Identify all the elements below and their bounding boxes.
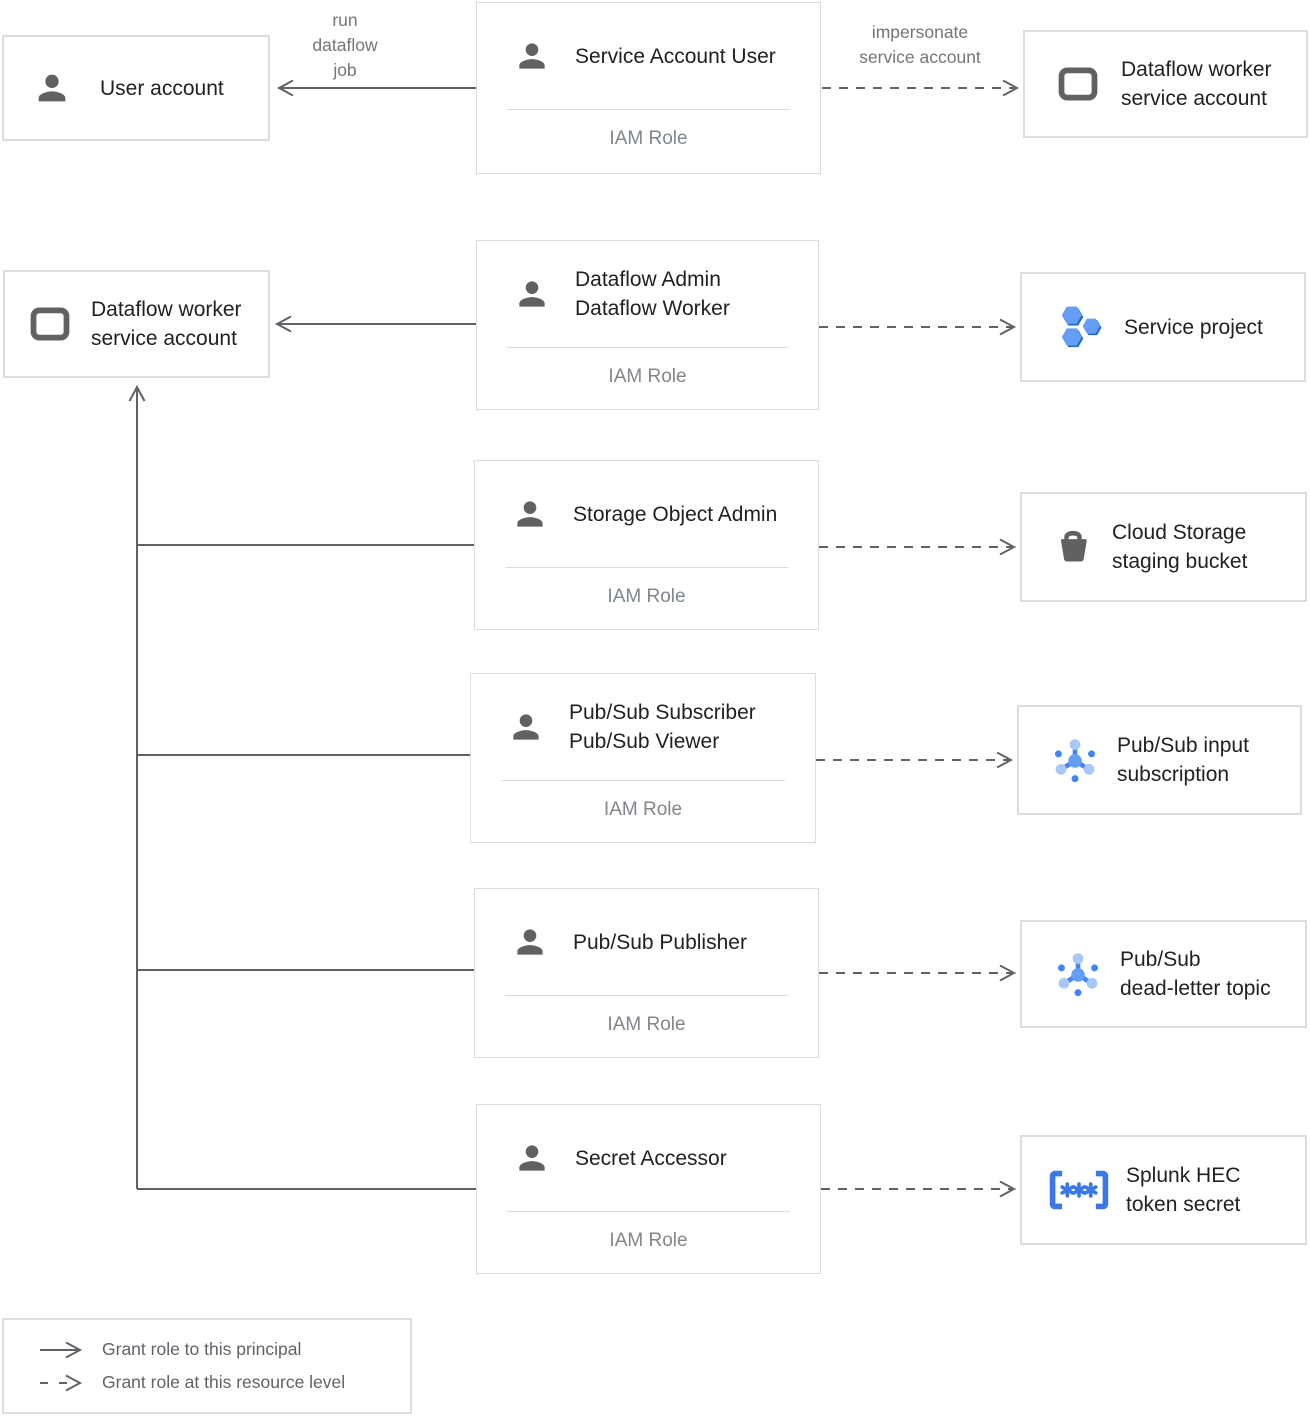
role-title-line1: Dataflow Admin bbox=[575, 268, 721, 291]
iam-role-box-dataflow-admin-worker: Dataflow Admin Dataflow Worker IAM Role bbox=[476, 240, 819, 410]
person-icon bbox=[513, 275, 551, 313]
iam-role-label: IAM Role bbox=[607, 1014, 686, 1035]
service-account-icon bbox=[1055, 61, 1101, 107]
node-label-line1: Splunk HEC bbox=[1126, 1164, 1241, 1187]
pubsub-icon bbox=[1050, 946, 1106, 1002]
node-label-line1: Dataflow worker bbox=[91, 298, 242, 321]
role-title-line1: Pub/Sub Subscriber bbox=[569, 701, 756, 724]
person-icon bbox=[513, 37, 551, 75]
node-label-line1: Cloud Storage bbox=[1112, 521, 1247, 544]
role-title: Service Account User bbox=[575, 42, 776, 71]
node-label: Pub/Sub dead-letter topic bbox=[1120, 945, 1271, 1003]
iam-role-label: IAM Role bbox=[603, 799, 683, 820]
person-icon bbox=[513, 1139, 551, 1177]
node-label-line2: subscription bbox=[1117, 763, 1230, 786]
node-label-line2: dead-letter topic bbox=[1120, 977, 1271, 1000]
iam-role-box-pubsub-subscriber-viewer: Pub/Sub Subscriber Pub/Sub Viewer IAM Ro… bbox=[470, 673, 816, 843]
node-label-line1: User account bbox=[100, 76, 224, 100]
edge-label-line: impersonate bbox=[871, 22, 969, 42]
role-title-line1: Secret Accessor bbox=[575, 1146, 727, 1170]
person-icon bbox=[511, 923, 549, 961]
divider bbox=[505, 567, 788, 568]
node-splunk-hec-token-secret: Splunk HEC token secret bbox=[1020, 1135, 1307, 1245]
role-title-line2: Dataflow Worker bbox=[575, 297, 730, 320]
role-title-line2: Pub/Sub Viewer bbox=[569, 730, 720, 753]
divider bbox=[505, 995, 788, 996]
dashed-arrow-icon bbox=[40, 1374, 83, 1391]
node-cloud-storage-staging-bucket: Cloud Storage staging bucket bbox=[1020, 492, 1307, 602]
divider bbox=[501, 780, 785, 781]
legend-row-solid: Grant role to this principal bbox=[38, 1339, 410, 1360]
role-title: Secret Accessor bbox=[575, 1144, 727, 1173]
node-label-line1: Pub/Sub input bbox=[1117, 734, 1249, 757]
node-label-line1: Pub/Sub bbox=[1120, 948, 1201, 971]
node-label-line1: Dataflow worker bbox=[1121, 58, 1272, 81]
legend-row-dashed: Grant role at this resource level bbox=[38, 1372, 410, 1393]
role-title: Dataflow Admin Dataflow Worker bbox=[575, 265, 730, 323]
node-label: Dataflow worker service account bbox=[91, 295, 242, 353]
edge-label-line: run bbox=[332, 10, 358, 30]
person-icon bbox=[511, 495, 549, 533]
iam-role-box-pubsub-publisher: Pub/Sub Publisher IAM Role bbox=[474, 888, 819, 1058]
node-dataflow-worker-service-account-left: Dataflow worker service account bbox=[3, 270, 270, 378]
iam-role-label: IAM Role bbox=[607, 586, 686, 607]
solid-arrow-icon bbox=[40, 1341, 83, 1358]
legend-label-dashed: Grant role at this resource level bbox=[102, 1372, 346, 1392]
person-icon bbox=[32, 68, 72, 108]
node-label: Pub/Sub input subscription bbox=[1117, 731, 1249, 789]
iam-role-box-service-account-user: Service Account User IAM Role bbox=[476, 2, 821, 174]
service-account-icon bbox=[27, 301, 73, 347]
node-label: Cloud Storage staging bucket bbox=[1112, 518, 1247, 576]
node-dataflow-worker-service-account: Dataflow worker service account bbox=[1023, 30, 1308, 138]
divider bbox=[507, 1211, 790, 1212]
iam-role-label: IAM Role bbox=[608, 366, 687, 387]
node-label: User account bbox=[100, 74, 224, 103]
iam-role-label: IAM Role bbox=[609, 128, 688, 149]
divider bbox=[507, 109, 790, 110]
role-title: Pub/Sub Subscriber Pub/Sub Viewer bbox=[569, 698, 756, 756]
node-pubsub-input-subscription: Pub/Sub input subscription bbox=[1017, 705, 1302, 815]
role-title: Storage Object Admin bbox=[573, 500, 777, 529]
node-label: Splunk HEC token secret bbox=[1126, 1161, 1240, 1219]
node-label-line2: token secret bbox=[1126, 1193, 1241, 1216]
storage-bucket-icon bbox=[1052, 526, 1094, 568]
edge-label-line: dataflow bbox=[312, 35, 378, 55]
legend: Grant role to this principal Grant role … bbox=[2, 1318, 412, 1414]
project-hexagons-icon bbox=[1054, 301, 1106, 353]
node-label-line2: service account bbox=[1121, 87, 1267, 110]
secret-manager-icon bbox=[1042, 1164, 1116, 1216]
node-label-line2: staging bucket bbox=[1112, 550, 1248, 573]
node-label-line1: Service project bbox=[1124, 315, 1263, 339]
role-title-line1: Pub/Sub Publisher bbox=[573, 930, 747, 954]
person-icon bbox=[507, 708, 545, 746]
divider bbox=[507, 347, 788, 348]
node-label-line2: service account bbox=[91, 327, 237, 350]
edge-label-impersonate-service-account: impersonate service account bbox=[824, 20, 1016, 70]
edge-label-line: job bbox=[333, 60, 357, 80]
iam-role-box-secret-accessor: Secret Accessor IAM Role bbox=[476, 1104, 821, 1274]
pubsub-icon bbox=[1047, 732, 1103, 788]
edge-label-line: service account bbox=[859, 47, 981, 67]
node-pubsub-dead-letter-topic: Pub/Sub dead-letter topic bbox=[1020, 920, 1307, 1028]
node-label: Service project bbox=[1124, 313, 1263, 342]
edge-label-run-dataflow-job: run dataflow job bbox=[283, 8, 407, 83]
node-service-project: Service project bbox=[1020, 272, 1306, 382]
node-label: Dataflow worker service account bbox=[1121, 55, 1272, 113]
iam-role-box-storage-object-admin: Storage Object Admin IAM Role bbox=[474, 460, 819, 630]
node-user-account: User account bbox=[2, 35, 270, 141]
legend-label-solid: Grant role to this principal bbox=[102, 1339, 302, 1359]
role-title-line1: Service Account User bbox=[575, 44, 776, 68]
role-title-line1: Storage Object Admin bbox=[573, 502, 778, 526]
iam-role-label: IAM Role bbox=[609, 1230, 688, 1251]
role-title: Pub/Sub Publisher bbox=[573, 928, 747, 957]
